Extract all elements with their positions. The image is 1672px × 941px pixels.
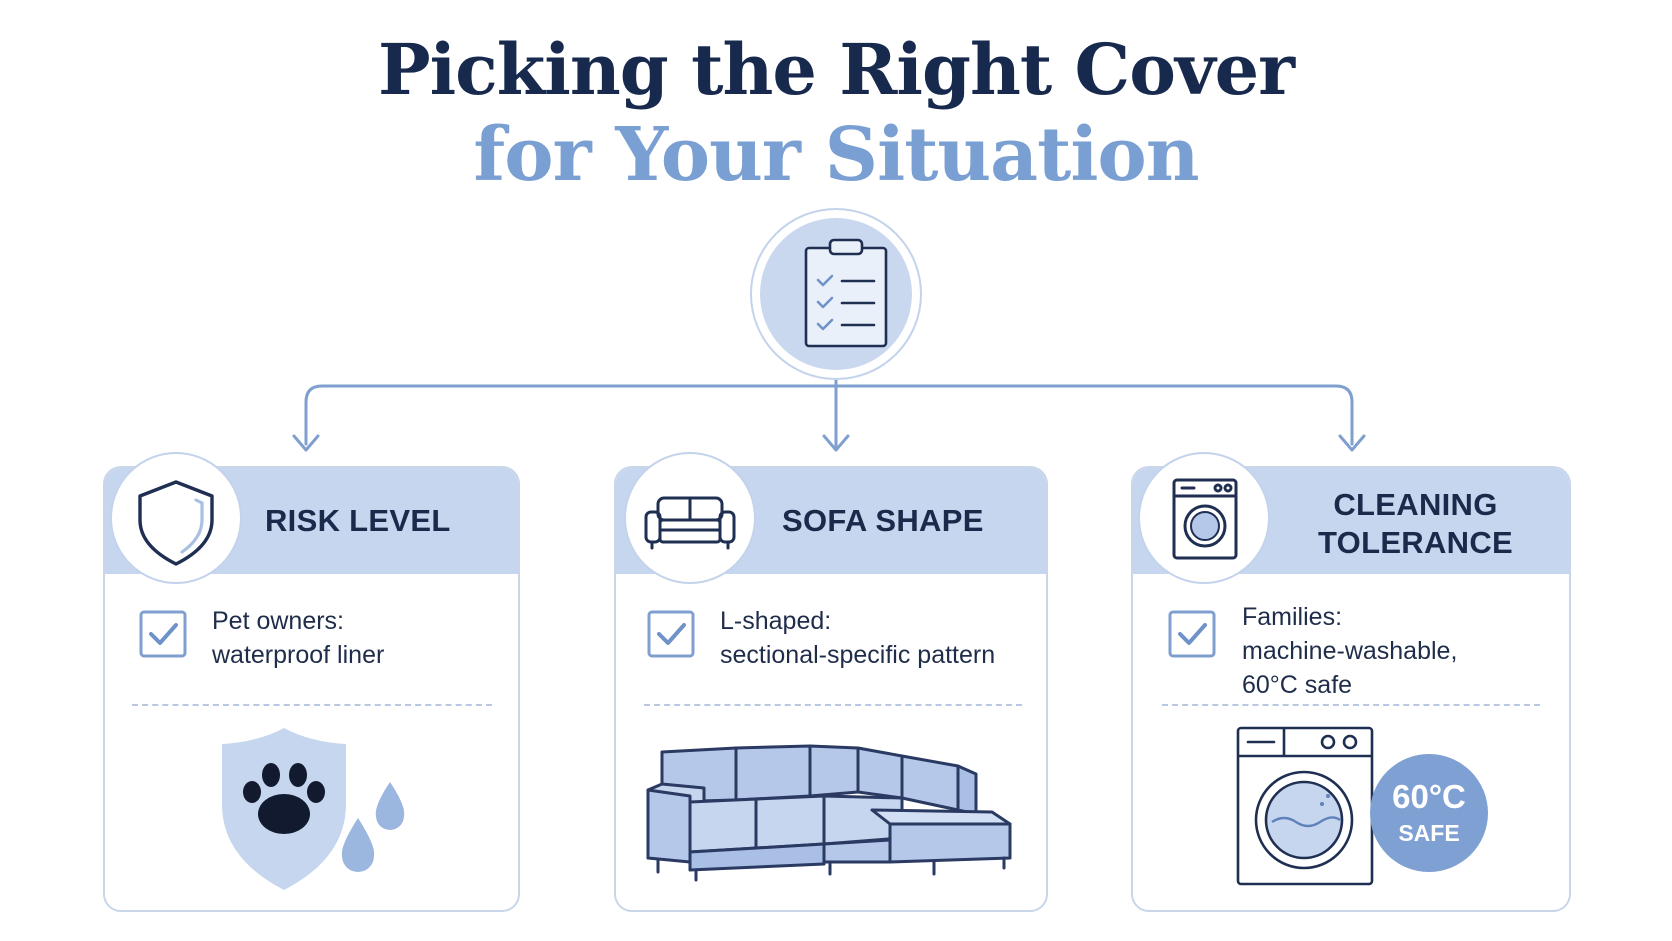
washing-machine-icon <box>1172 478 1238 560</box>
risk-level-item: Pet owners: waterproof liner <box>212 607 385 669</box>
cleaning-tolerance-item: Families: machine-washable, 60°C safe <box>1242 603 1458 699</box>
checkbox-icon <box>139 610 187 658</box>
cleaning-tolerance-title: CLEANING TOLERANCE <box>1318 487 1514 560</box>
checkbox-icon <box>647 610 695 658</box>
risk-level-title: RISK LEVEL <box>265 503 451 538</box>
temperature-badge: 60°C SAFE <box>1370 754 1488 872</box>
sofa-icon <box>644 496 736 550</box>
arrowhead-left <box>292 434 320 452</box>
shield-icon <box>138 480 214 566</box>
sofa-shape-title: SOFA SHAPE <box>782 503 984 538</box>
washing-machine-illustration <box>1236 726 1374 886</box>
risk-divider <box>132 704 492 706</box>
title-line-1: Picking the Right Cover <box>377 28 1295 111</box>
title-line-2: for Your Situation <box>473 112 1199 198</box>
risk-badge <box>110 452 242 584</box>
paw-shield-illustration <box>222 728 405 890</box>
arrowhead-center <box>822 434 850 452</box>
clipboard-checklist-icon <box>804 238 888 348</box>
washer-badge <box>1138 452 1270 584</box>
sofa-shape-item: L-shaped: sectional-specific pattern <box>720 607 996 669</box>
cleaning-divider <box>1162 704 1540 706</box>
checkbox-icon <box>1168 610 1216 658</box>
sofa-divider <box>644 704 1022 706</box>
center-badge <box>750 208 922 380</box>
connector-branch <box>304 384 1354 446</box>
temperature-value: 60°C <box>1392 778 1466 815</box>
sofa-badge <box>624 452 756 584</box>
arrowhead-right <box>1338 434 1366 452</box>
temperature-safe-label: SAFE <box>1398 820 1460 846</box>
sectional-sofa-illustration <box>646 744 1012 882</box>
